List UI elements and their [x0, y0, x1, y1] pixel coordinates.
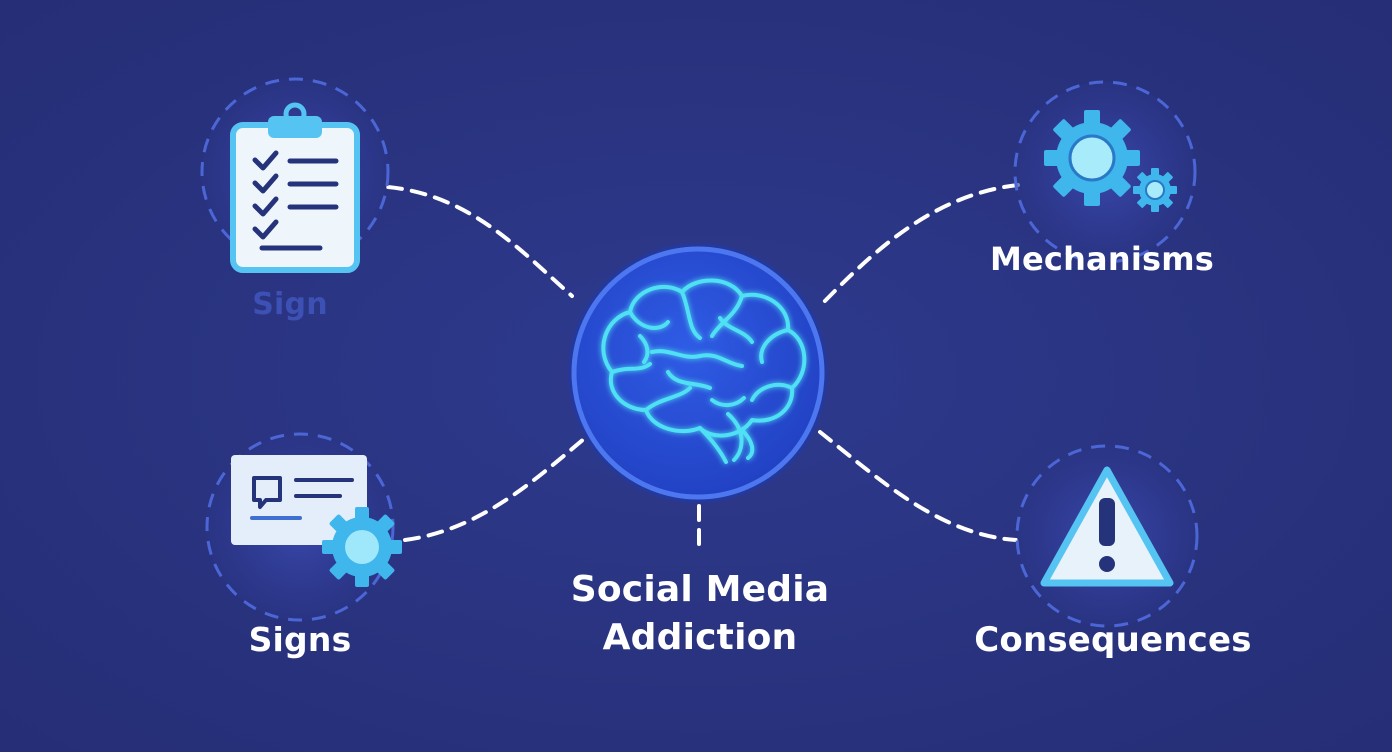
connectors	[386, 183, 1020, 550]
node-label-mechanisms: Mechanisms	[989, 240, 1215, 278]
center-label-line1: Social Media	[570, 569, 830, 610]
connector-bottom-right	[818, 430, 1018, 542]
card-gear-icon	[231, 455, 402, 587]
node-bottom-left	[205, 432, 402, 622]
center-label: Social Media Addiction	[540, 566, 860, 662]
center-circle	[571, 246, 825, 500]
node-label-signs: Signs	[248, 620, 352, 659]
connector-bottom-left	[403, 436, 587, 542]
connector-top-right	[816, 183, 1020, 310]
node-bottom-right	[1015, 444, 1199, 628]
center-label-line2: Addiction	[602, 617, 798, 658]
node-label-consequences: Consequences	[974, 620, 1252, 660]
gears-icon	[1044, 110, 1177, 212]
brain-icon	[601, 278, 807, 464]
clipboard-checklist-icon	[230, 102, 360, 273]
center-node	[568, 243, 828, 503]
node-label-sign: Sign	[252, 287, 328, 322]
warning-icon	[1040, 466, 1174, 587]
node-top-left	[200, 77, 390, 273]
connector-top-left	[386, 185, 574, 298]
node-top-right	[1013, 80, 1197, 264]
